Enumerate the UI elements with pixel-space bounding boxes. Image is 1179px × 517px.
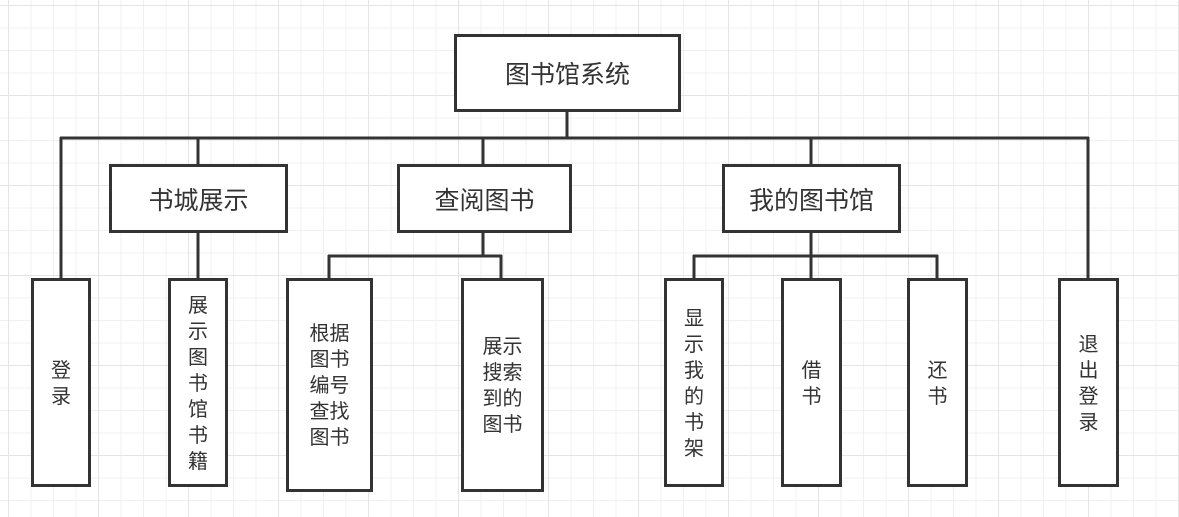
node-bookstore-display[interactable]: 书城展示 — [109, 164, 288, 233]
node-show-library-books[interactable]: 展示图书馆书籍 — [168, 278, 228, 487]
node-root[interactable]: 图书馆系统 — [454, 34, 681, 112]
node-label: 根据图书编号查找图书 — [309, 321, 350, 449]
node-label: 我的图书馆 — [748, 185, 874, 215]
node-label: 退出登录 — [1078, 331, 1099, 434]
node-label: 图书馆系统 — [504, 60, 630, 89]
node-label: 书城展示 — [148, 185, 249, 215]
node-logout[interactable]: 退出登录 — [1058, 278, 1119, 487]
node-login[interactable]: 登录 — [31, 278, 91, 487]
node-show-my-shelf[interactable]: 显示我的书架 — [664, 278, 724, 487]
node-label: 登录 — [51, 357, 71, 408]
node-browse-books[interactable]: 查阅图书 — [397, 164, 572, 233]
node-my-library[interactable]: 我的图书馆 — [722, 164, 901, 233]
node-label: 借书 — [801, 357, 822, 408]
node-show-search-results[interactable]: 展示搜索到的图书 — [461, 278, 544, 492]
node-label: 展示搜索到的图书 — [482, 334, 523, 436]
node-find-by-id[interactable]: 根据图书编号查找图书 — [286, 278, 373, 492]
node-label: 展示图书馆书籍 — [188, 292, 208, 473]
node-label: 显示我的书架 — [684, 305, 704, 460]
node-label: 查阅图书 — [434, 185, 535, 215]
node-return[interactable]: 还书 — [907, 278, 968, 487]
node-borrow[interactable]: 借书 — [781, 278, 842, 487]
node-label: 还书 — [927, 357, 948, 408]
